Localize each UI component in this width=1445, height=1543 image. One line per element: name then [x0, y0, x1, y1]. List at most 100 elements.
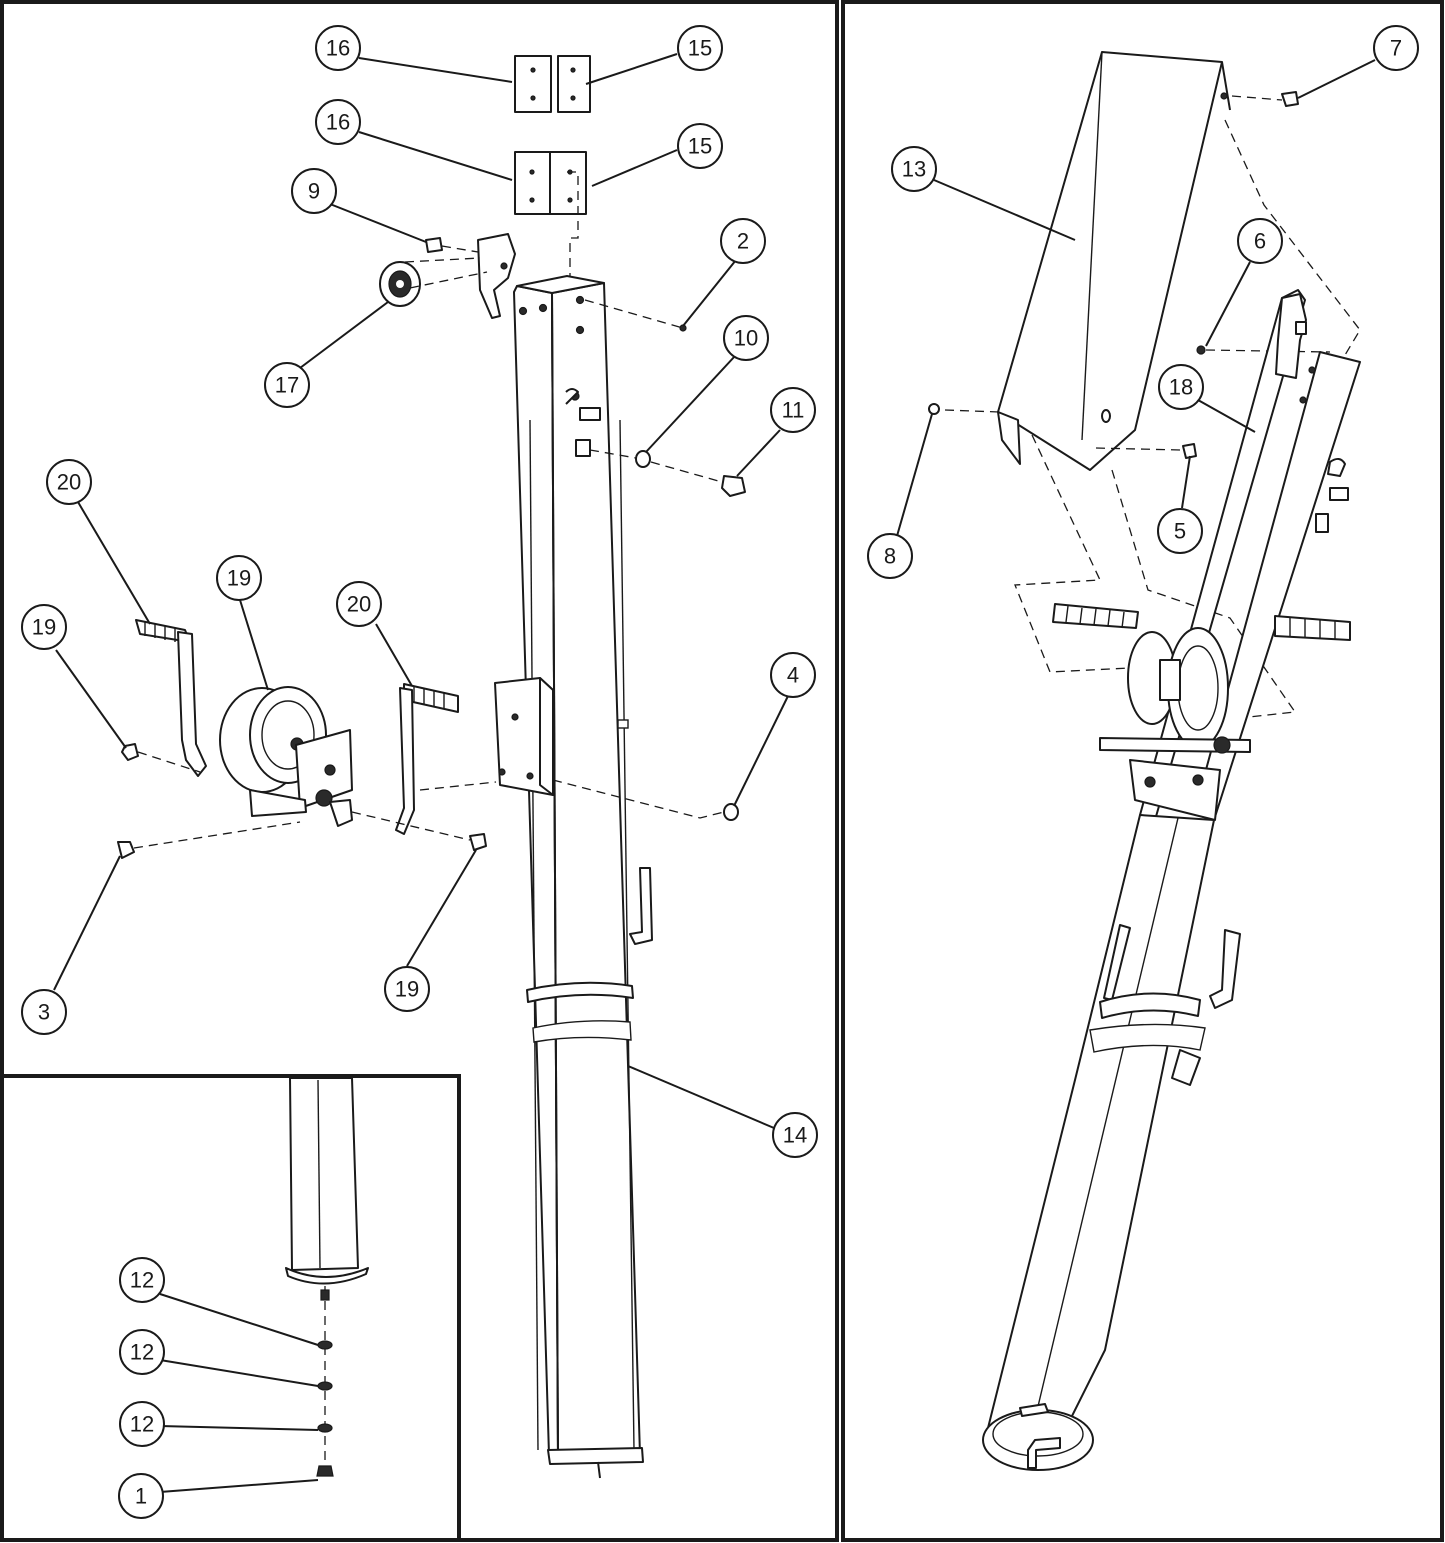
dash-winch-bolt [133, 811, 471, 849]
svg-text:9: 9 [308, 179, 320, 204]
leader-6 [1205, 261, 1251, 347]
svg-text:20: 20 [57, 470, 81, 495]
winch-hole-r [1192, 774, 1204, 786]
leader-2 [682, 259, 737, 327]
lower-tube [984, 814, 1215, 1441]
mast-hole [518, 306, 528, 316]
inset-tube-edge [317, 1079, 321, 1269]
mast-hole [575, 325, 585, 335]
callout-16: 16 [315, 25, 361, 71]
base-pin [1027, 1437, 1061, 1469]
collar-clip-r [1171, 1049, 1201, 1086]
dash-pulley-2 [409, 271, 488, 289]
svg-text:6: 6 [1254, 229, 1266, 254]
svg-text:19: 19 [227, 566, 251, 591]
mast-stud [597, 1461, 601, 1479]
collar-band-r [1099, 992, 1201, 1019]
mast-foot [547, 1447, 644, 1465]
leader-15a [585, 53, 678, 85]
mast-tube-edge [551, 292, 559, 1456]
callout-6: 6 [1237, 218, 1283, 264]
dash-winch-bracket [419, 781, 497, 791]
leader-12b [159, 1359, 319, 1387]
winch-plate-hole [324, 764, 336, 776]
cover-13 [997, 51, 1223, 471]
dash-cover-8 [944, 409, 1001, 413]
block-hole [570, 95, 576, 101]
winch-hub-r [1159, 659, 1181, 701]
callout-16: 16 [315, 99, 361, 145]
nut-6 [1196, 345, 1206, 355]
collar-band [526, 981, 634, 1003]
cover-edge [1221, 61, 1231, 111]
leader-9 [329, 203, 427, 243]
inset-panel-frame [0, 1074, 461, 1542]
svg-text:3: 3 [38, 1000, 50, 1025]
base-slot [1019, 1403, 1049, 1417]
callout-14: 14 [772, 1112, 818, 1158]
callout-8: 8 [867, 533, 913, 579]
leader-3 [53, 855, 121, 991]
screw-5 [1182, 443, 1197, 459]
callout-20: 20 [46, 459, 92, 505]
svg-text:13: 13 [902, 157, 926, 182]
block-hole [530, 67, 536, 73]
cover-fold [1081, 51, 1103, 441]
callout-3: 3 [21, 989, 67, 1035]
winch-hole-r [1144, 776, 1156, 788]
dash-fastener-10-11 [589, 449, 723, 483]
svg-text:20: 20 [347, 592, 371, 617]
leader-14 [627, 1065, 775, 1129]
cover-hole-2 [1101, 409, 1111, 423]
washer-10 [635, 450, 651, 468]
cover-flange [997, 411, 1021, 465]
svg-text:4: 4 [787, 663, 799, 688]
block-hole [567, 197, 573, 203]
sheave-assembly [379, 233, 516, 319]
nut-8 [928, 403, 940, 415]
callout-4: 4 [770, 652, 816, 698]
washer-12a [317, 1340, 333, 1350]
sheave-bracket [477, 233, 516, 319]
svg-text:15: 15 [688, 36, 712, 61]
svg-text:15: 15 [688, 134, 712, 159]
screw-7 [1281, 91, 1299, 107]
dash-pin [441, 245, 479, 253]
grip-ribs [413, 686, 445, 708]
svg-text:19: 19 [32, 615, 56, 640]
mast-nut [575, 439, 591, 457]
mast-clip [565, 388, 579, 405]
lower-handle-r [1209, 929, 1241, 1009]
mast-handle [629, 867, 653, 945]
bearing-block-16-lower [514, 151, 552, 215]
crank-arm-right [395, 687, 415, 835]
leader-4 [733, 695, 789, 807]
callout-19: 19 [384, 966, 430, 1012]
frame-tab [1329, 487, 1349, 501]
leader-17 [299, 301, 389, 369]
leader-8 [896, 413, 933, 537]
callout-12: 12 [119, 1401, 165, 1447]
leader-12a [159, 1293, 319, 1346]
frame-clip [1327, 458, 1346, 477]
svg-text:12: 12 [130, 1268, 154, 1293]
grip-ribs [1289, 618, 1336, 639]
callout-19: 19 [21, 604, 67, 650]
callout-5: 5 [1157, 508, 1203, 554]
callout-17: 17 [264, 362, 310, 408]
svg-text:10: 10 [734, 326, 758, 351]
mast-hole [575, 295, 585, 305]
svg-text:8: 8 [884, 544, 896, 569]
dash-cover-winch-2 [1111, 469, 1297, 719]
bearing-block-15-upper [557, 55, 591, 113]
winch-base [249, 789, 307, 817]
right-panel-frame [841, 0, 1444, 1542]
nut-1 [316, 1465, 334, 1477]
mast-tab [579, 407, 601, 421]
svg-text:5: 5 [1174, 519, 1186, 544]
callout-bubbles: 16 15 16 15 9 2 10 11 17 20 19 19 20 4 3… [21, 25, 1419, 1519]
leader-7 [1297, 59, 1376, 99]
washer-12b [317, 1381, 333, 1391]
dash-cover-7 [1231, 95, 1283, 101]
